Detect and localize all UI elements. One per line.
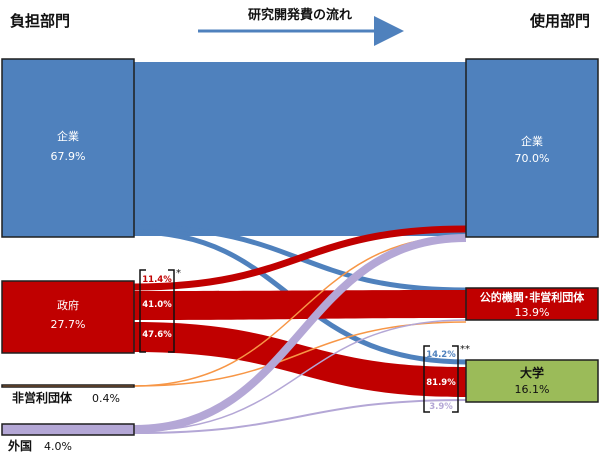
university-bracket-left <box>423 345 430 413</box>
flow-government-to-university <box>134 322 466 397</box>
flow-government-to-company <box>133 225 467 291</box>
flow-government-to-public <box>134 290 466 320</box>
target-node-company <box>465 58 599 238</box>
source-foreign-name: 外国 <box>8 438 32 453</box>
target-node-university <box>465 359 599 403</box>
university-breakdown-government: 81.9% <box>426 378 456 388</box>
source-company-name: 企業 <box>57 129 79 143</box>
target-header: 使用部門 <box>529 12 590 30</box>
source-government-name: 政府 <box>57 298 79 312</box>
target-public-name: 公的機関･非営利団体 <box>480 290 585 304</box>
source-government-value: 27.7% <box>51 318 86 331</box>
university-footnote-mark: ** <box>460 344 470 355</box>
source-company-value: 67.9% <box>51 150 86 163</box>
university-bracket-right <box>452 345 459 413</box>
source-node-company <box>1 58 135 238</box>
government-footnote-mark: * <box>176 268 181 279</box>
source-node-government <box>1 280 135 354</box>
government-bracket-right <box>168 269 175 353</box>
source-nonprofit-value: 0.4% <box>92 392 120 405</box>
government-breakdown-public: 41.0% <box>142 300 172 310</box>
target-university-value: 16.1% <box>515 383 550 396</box>
target-university-name: 大学 <box>520 365 544 380</box>
flow-foreign-to-university <box>133 399 467 434</box>
target-company-value: 70.0% <box>515 152 550 165</box>
target-company-name: 企業 <box>521 134 543 148</box>
source-nonprofit-name: 非営利団体 <box>12 390 73 405</box>
flow-title: 研究開発費の流れ <box>248 7 352 23</box>
flow-foreign-to-company <box>133 234 467 433</box>
government-bracket-left <box>139 269 146 353</box>
government-breakdown-university: 47.6% <box>142 330 172 340</box>
target-node-public <box>465 287 599 321</box>
government-breakdown-company: 11.4% <box>142 275 172 285</box>
target-public-value: 13.9% <box>515 306 550 319</box>
flow-foreign-to-public <box>133 319 467 432</box>
source-node-foreign <box>1 423 135 436</box>
university-breakdown-foreign: 3.9% <box>429 402 453 412</box>
source-header: 負担部門 <box>10 12 70 30</box>
university-breakdown-company: 14.2% <box>426 350 456 360</box>
source-node-nonprofit <box>1 384 135 388</box>
source-foreign-value: 4.0% <box>44 440 72 453</box>
flow-company-to-company <box>134 62 466 236</box>
